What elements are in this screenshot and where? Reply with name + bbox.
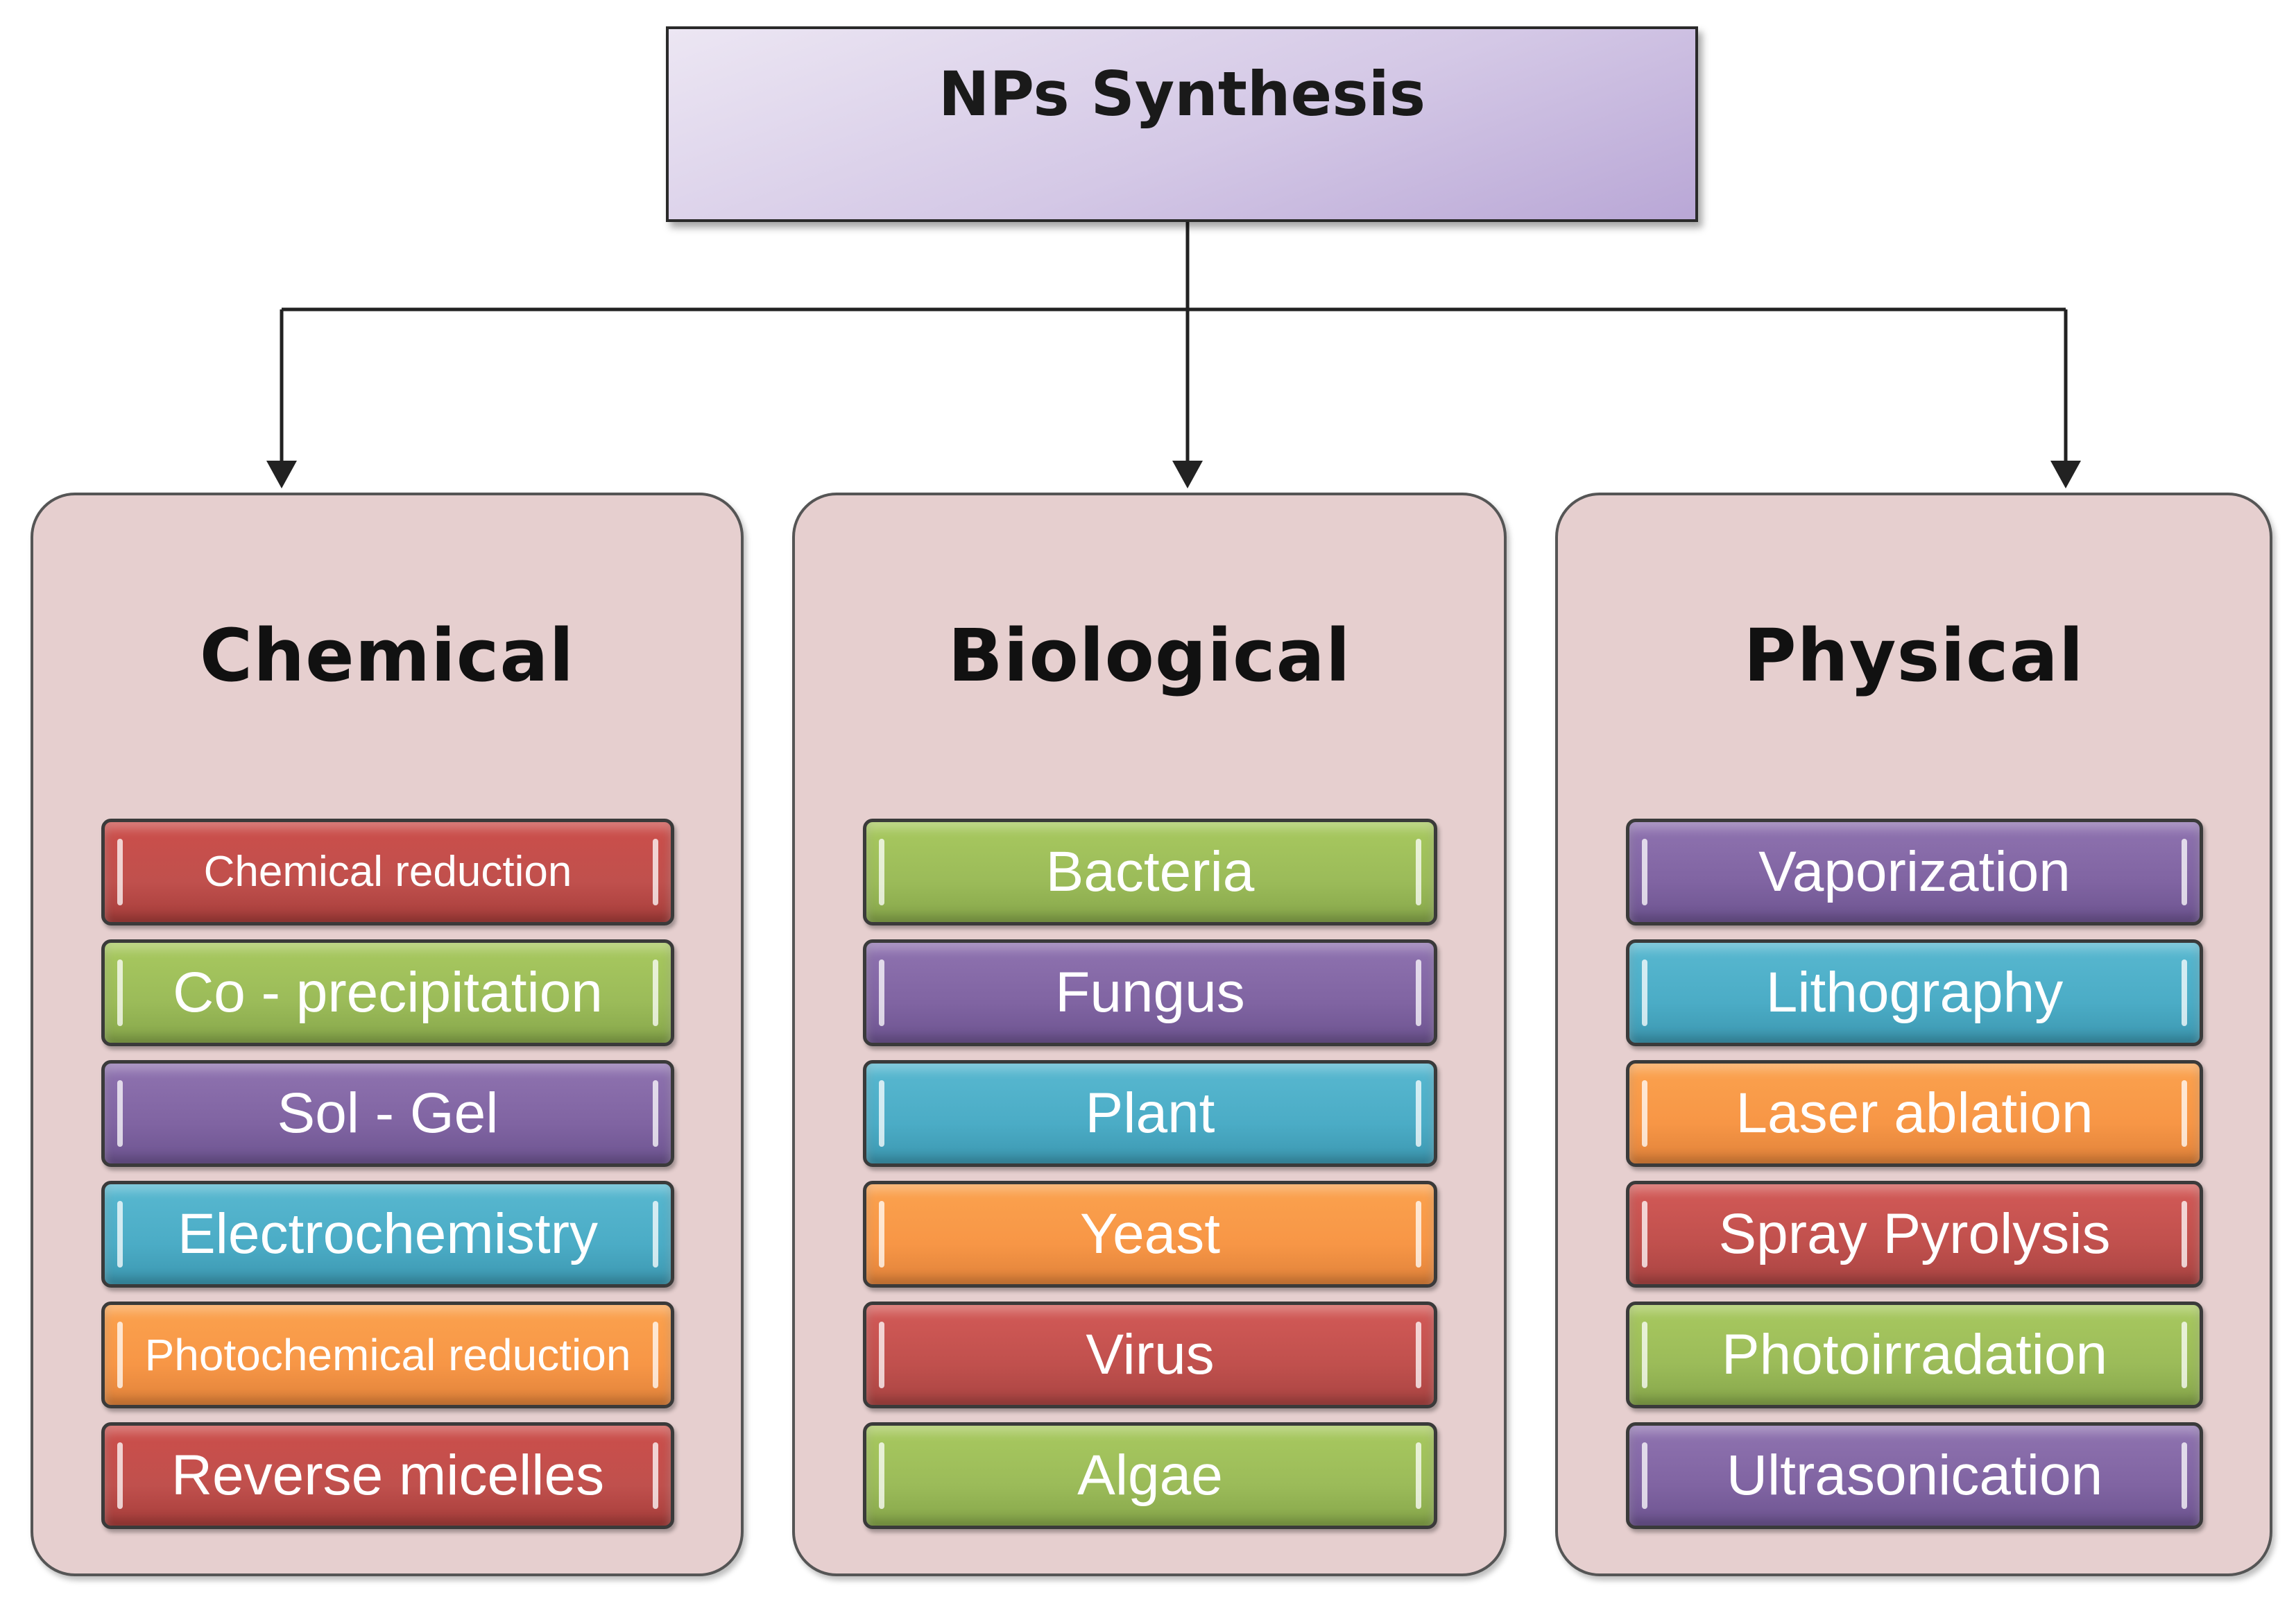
category-panel-physical: Physical Vaporization Lithography Laser … <box>1555 493 2272 1576</box>
method-item: Lithography <box>1626 939 2203 1046</box>
category-title: Biological <box>948 613 1351 698</box>
category-panel-biological: Biological Bacteria Fungus Plant Yeast V… <box>792 493 1507 1576</box>
method-item: Yeast <box>863 1181 1437 1288</box>
method-item: Co - precipitation <box>101 939 674 1046</box>
method-item: Vaporization <box>1626 819 2203 925</box>
root-node: NPs Synthesis <box>666 26 1698 222</box>
root-title: NPs Synthesis <box>938 58 1426 130</box>
arrow-physical-icon <box>2050 461 2081 488</box>
method-item: Plant <box>863 1060 1437 1167</box>
arrow-biological-icon <box>1172 461 1203 488</box>
method-item: Fungus <box>863 939 1437 1046</box>
method-item: Chemical reduction <box>101 819 674 925</box>
arrow-chemical-icon <box>266 461 297 488</box>
category-panel-chemical: Chemical Chemical reduction Co - precipi… <box>31 493 744 1576</box>
method-item: Laser ablation <box>1626 1060 2203 1167</box>
method-item: Spray Pyrolysis <box>1626 1181 2203 1288</box>
method-list: Bacteria Fungus Plant Yeast Virus Algae <box>863 819 1437 1543</box>
method-item: Algae <box>863 1422 1437 1529</box>
method-item: Photoirradation <box>1626 1302 2203 1408</box>
method-item: Photochemical reduction <box>101 1302 674 1408</box>
category-title: Chemical <box>199 613 575 698</box>
method-item: Bacteria <box>863 819 1437 925</box>
method-item: Ultrasonication <box>1626 1422 2203 1529</box>
method-item: Electrochemistry <box>101 1181 674 1288</box>
method-item: Sol - Gel <box>101 1060 674 1167</box>
method-list: Chemical reduction Co - precipitation So… <box>101 819 674 1543</box>
method-item: Reverse micelles <box>101 1422 674 1529</box>
category-title: Physical <box>1743 613 2084 698</box>
method-item: Virus <box>863 1302 1437 1408</box>
method-list: Vaporization Lithography Laser ablation … <box>1626 819 2203 1543</box>
